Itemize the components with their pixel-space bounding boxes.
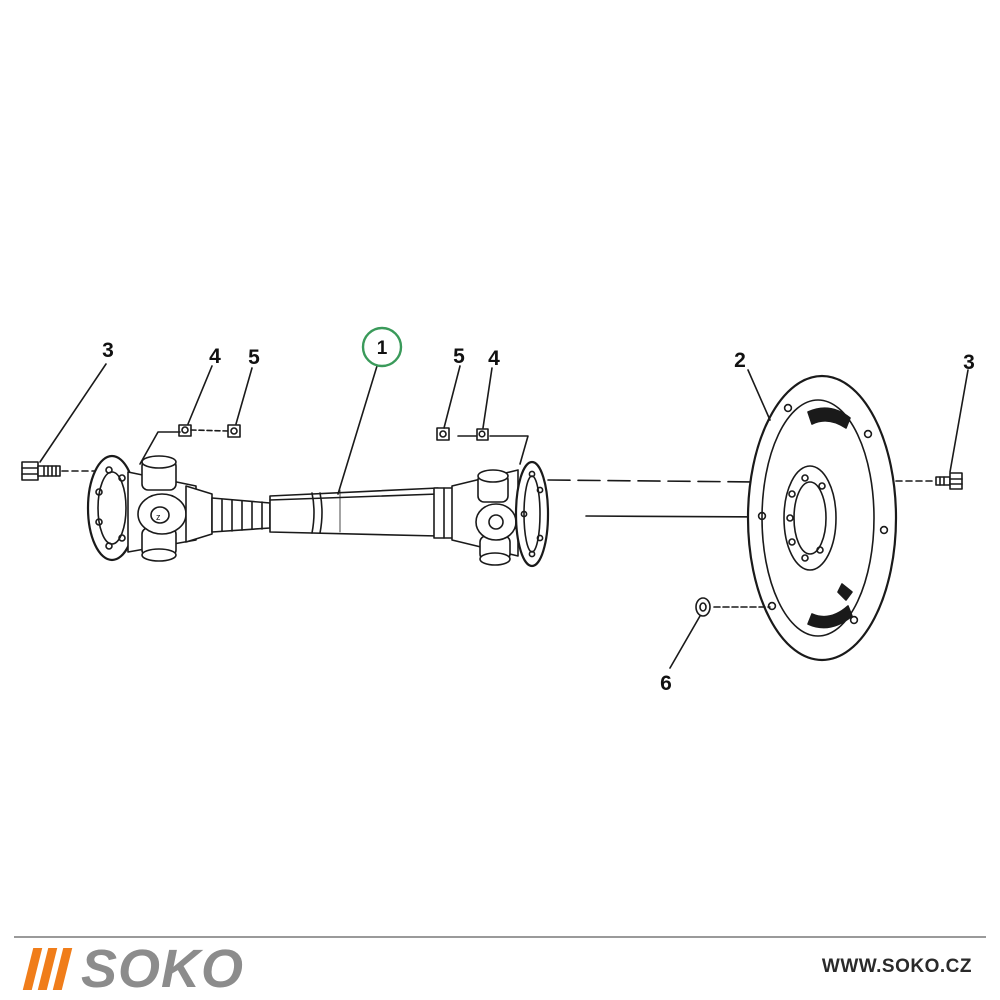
callout-washer-right[interactable]: 4 (488, 347, 500, 370)
bolt-right-part[interactable] (935, 472, 963, 490)
drive-shaft-part[interactable] (211, 487, 457, 539)
callout-nut-right[interactable]: 5 (453, 345, 465, 368)
leader-nut-left (235, 367, 253, 425)
callout-shaft[interactable]: 1 (377, 338, 388, 359)
right-flange-part[interactable] (514, 460, 550, 568)
leader-bolt-left (39, 363, 107, 463)
left-universal-joint[interactable]: z (127, 455, 213, 562)
left-hardware-leader (139, 431, 181, 465)
three-slanted-bars-logo-icon (22, 948, 73, 990)
leader-shaft (337, 365, 378, 495)
svg-text:z: z (156, 512, 161, 522)
brand-logo[interactable]: SOKO (22, 939, 245, 999)
leader-nut-right (443, 365, 461, 429)
footer-divider (14, 936, 986, 938)
callout-nut-disc[interactable]: 6 (660, 672, 672, 695)
flexible-disc-part[interactable] (746, 374, 898, 662)
right-hardware-leader (489, 435, 529, 465)
nut-right-part[interactable] (436, 427, 450, 441)
brand-name: SOKO (81, 939, 245, 999)
callout-bolt-left[interactable]: 3 (102, 339, 114, 362)
callout-flange-disc[interactable]: 2 (734, 349, 746, 372)
flange-to-disc-guide-top (547, 479, 761, 483)
leader-flange-disc (747, 369, 771, 421)
logo-bar-3 (52, 948, 73, 990)
leader-washer-left (187, 365, 213, 425)
nut-left-part[interactable] (227, 424, 241, 438)
website-link[interactable]: WWW.SOKO.CZ (821, 956, 972, 977)
leader-washer-right (482, 367, 493, 429)
bolt-left-part[interactable] (21, 461, 61, 481)
leader-nut-disc (669, 615, 701, 669)
callout-washer-left[interactable]: 4 (209, 345, 221, 368)
washer-right-part[interactable] (476, 428, 489, 441)
exploded-view-drawing: z (21, 326, 975, 695)
shaft-highlight-ring (361, 326, 403, 368)
washer-nut-left-guide (190, 429, 229, 432)
nut-disc-part[interactable] (695, 597, 711, 617)
flange-to-disc-guide-mid (585, 515, 767, 518)
callout-bolt-right[interactable]: 3 (963, 351, 975, 374)
leader-bolt-right (949, 369, 969, 473)
right-universal-joint[interactable] (451, 469, 519, 566)
washer-left-part[interactable] (178, 424, 192, 437)
callout-nut-left[interactable]: 5 (248, 346, 260, 369)
left-flange-part[interactable] (86, 454, 138, 562)
